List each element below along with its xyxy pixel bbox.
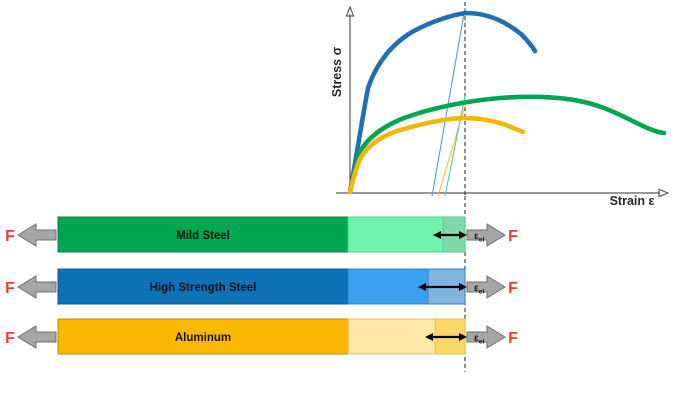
force-arrow-left-high-strength-steel — [17, 275, 57, 299]
bar-row-aluminum: Aluminum F εel F — [5, 318, 518, 355]
unloading-line-high-strength-steel — [431, 7, 466, 197]
force-label-left-aluminum: F — [5, 330, 15, 347]
elastic-strain-label-mild-steel: εel — [474, 231, 485, 244]
bar-permanent-segment-high-strength-steel — [57, 268, 349, 305]
bar-permanent-segment-aluminum — [57, 318, 349, 355]
bar-permanent-segment-mild-steel — [57, 216, 349, 253]
elastic-strain-label-aluminum: εel — [474, 333, 485, 346]
force-arrow-left-aluminum — [17, 325, 57, 349]
force-label-right-mild-steel: F — [508, 228, 518, 245]
force-label-left-high-strength-steel: F — [5, 280, 15, 297]
force-arrow-right-aluminum — [466, 325, 506, 349]
force-label-right-high-strength-steel: F — [508, 280, 518, 297]
bar-row-high-strength-steel: High Strength Steel F εel F — [5, 268, 518, 305]
bar-label-aluminum: Aluminum — [175, 332, 231, 344]
unloading-lines — [431, 7, 466, 197]
y-axis — [345, 5, 355, 193]
x-axis — [336, 188, 670, 198]
force-arrow-right-high-strength-steel — [466, 275, 506, 299]
bar-row-mild-steel: Mild Steel F εel F — [5, 216, 518, 253]
elastic-strain-label-high-strength-steel: εel — [474, 283, 485, 296]
force-arrow-left-mild-steel — [17, 223, 57, 247]
x-axis-label: Strain ε — [610, 194, 655, 208]
curve-high-strength-steel — [347, 10, 538, 195]
curve-aluminum — [347, 115, 526, 195]
unloading-line-mild-steel — [444, 95, 466, 197]
force-label-left-mild-steel: F — [5, 228, 15, 245]
y-axis-label: Stress σ — [330, 46, 344, 97]
curve-mild-steel — [347, 94, 667, 195]
bar-label-mild-steel: Mild Steel — [176, 230, 230, 242]
force-arrow-right-mild-steel — [466, 223, 506, 247]
bar-label-high-strength-steel: High Strength Steel — [150, 282, 257, 294]
force-label-right-aluminum: F — [508, 330, 518, 347]
